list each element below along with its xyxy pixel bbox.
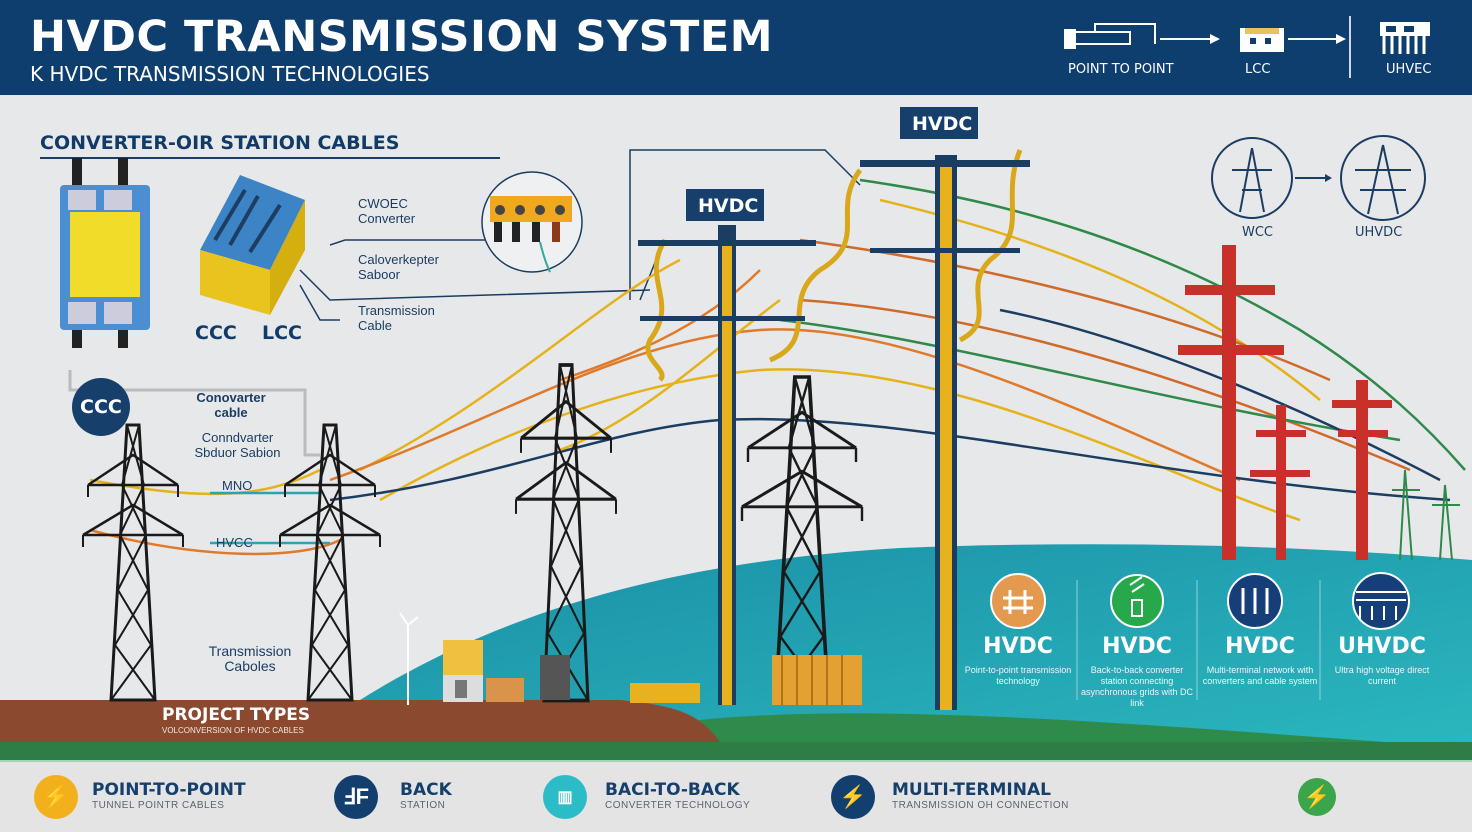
hvdc-pole [638, 225, 816, 705]
legend-title: BACI-TO-BACK [605, 780, 740, 800]
icon-label: WCC [1242, 225, 1274, 240]
hvdc-tag-label: HVDC [698, 195, 759, 217]
hvdc-tag-label: HVDC [912, 113, 973, 135]
connector-zoom-icon [481, 171, 583, 273]
transmission-scene [0, 107, 1472, 760]
ccc-badge [72, 378, 130, 436]
card-title: HVDC [983, 634, 1053, 659]
divider [1349, 16, 1351, 78]
section-title: CONVERTER-OIR STATION CABLES [40, 132, 400, 154]
card-title: HVDC [1102, 634, 1172, 659]
flow-label: LCC [1245, 62, 1271, 77]
substation-icon [399, 612, 862, 705]
converter-icon [1064, 23, 1156, 49]
valve-icon [1240, 28, 1284, 52]
ccc-badge-label: CCC [80, 396, 122, 418]
distant-towers [1392, 469, 1460, 561]
project-types-subtitle: VOLCONVERSION OF HVDC CABLES [162, 726, 304, 735]
legend-title: MULTI-TERMINAL [892, 780, 1051, 800]
card-icons [990, 572, 1410, 700]
project-types-title: PROJECT TYPES [162, 705, 311, 725]
bolt-icon: ⚡ [34, 775, 78, 819]
bolt-icon: ⚡ [831, 775, 875, 819]
flow-label: UHVEC [1386, 62, 1432, 77]
card-desc: Back-to-back converter station connectin… [1080, 665, 1194, 708]
header-banner: HVDC TRANSMISSION SYSTEM K HVDC TRANSMIS… [0, 0, 1472, 95]
hvdc-tag [900, 107, 978, 139]
logo-icon: ⚡ [1298, 778, 1336, 816]
callout-label: CWOEC Converter [358, 196, 416, 226]
ground-strip [0, 700, 720, 742]
red-pole [1178, 245, 1392, 560]
page-subtitle: K HVDC TRANSMISSION TECHNOLOGIES [30, 62, 430, 86]
flow-label: POINT TO POINT [1068, 62, 1174, 77]
card-desc: Ultra high voltage direct current [1334, 665, 1430, 686]
lattice-tower [81, 423, 185, 702]
card-desc: Multi-terminal network with converters a… [1202, 665, 1318, 686]
legend-subtitle: TUNNEL POINTR CABLES [92, 800, 225, 811]
card-title: HVDC [1225, 634, 1295, 659]
page-title: HVDC TRANSMISSION SYSTEM [30, 12, 774, 62]
converter-device-icon [60, 158, 150, 348]
transformer-box-icon [200, 175, 305, 315]
device-label: CCC [195, 322, 237, 344]
card-desc: Point-to-point transmission technology [964, 665, 1072, 686]
legend-subtitle: STATION [400, 800, 446, 811]
grid-icon: ▥ [543, 775, 587, 819]
hvdc-tag [686, 189, 764, 221]
callout-label: Transmission Cable [358, 303, 435, 333]
tower-icon [1340, 135, 1426, 221]
tower-icon [1211, 137, 1293, 219]
hvdc-pole [860, 155, 1030, 710]
transmission-cables [89, 149, 1466, 556]
scene-label: MNO [222, 478, 253, 493]
scene-label: HVCC [216, 535, 253, 550]
scene-label: Transmission Caboles [208, 643, 292, 674]
footer-legend: ⚡ POINT-TO-POINT TUNNEL POINTR CABLES ℲF… [0, 760, 1472, 832]
scene-label: Conndvarter Sbduor Sabion [194, 430, 281, 460]
tower-bolt-icon: ℲF [334, 775, 378, 819]
station-icon [1380, 22, 1430, 54]
converter-icon [990, 573, 1046, 629]
legend-subtitle: TRANSMISSION OH CONNECTION [892, 800, 1069, 811]
callout-label: Caloverkepter Saboor [358, 252, 439, 282]
device-label: LCC [262, 322, 302, 344]
card-title: UHVDC [1338, 634, 1426, 659]
legend-title: POINT-TO-POINT [92, 780, 246, 800]
icon-label: UHVDC [1355, 225, 1403, 240]
legend-title: BACK [400, 780, 452, 800]
flow-diagram [1064, 23, 1346, 52]
scene-label: Conovarter cable [196, 390, 266, 420]
legend-subtitle: CONVERTER TECHNOLOGY [605, 800, 751, 811]
